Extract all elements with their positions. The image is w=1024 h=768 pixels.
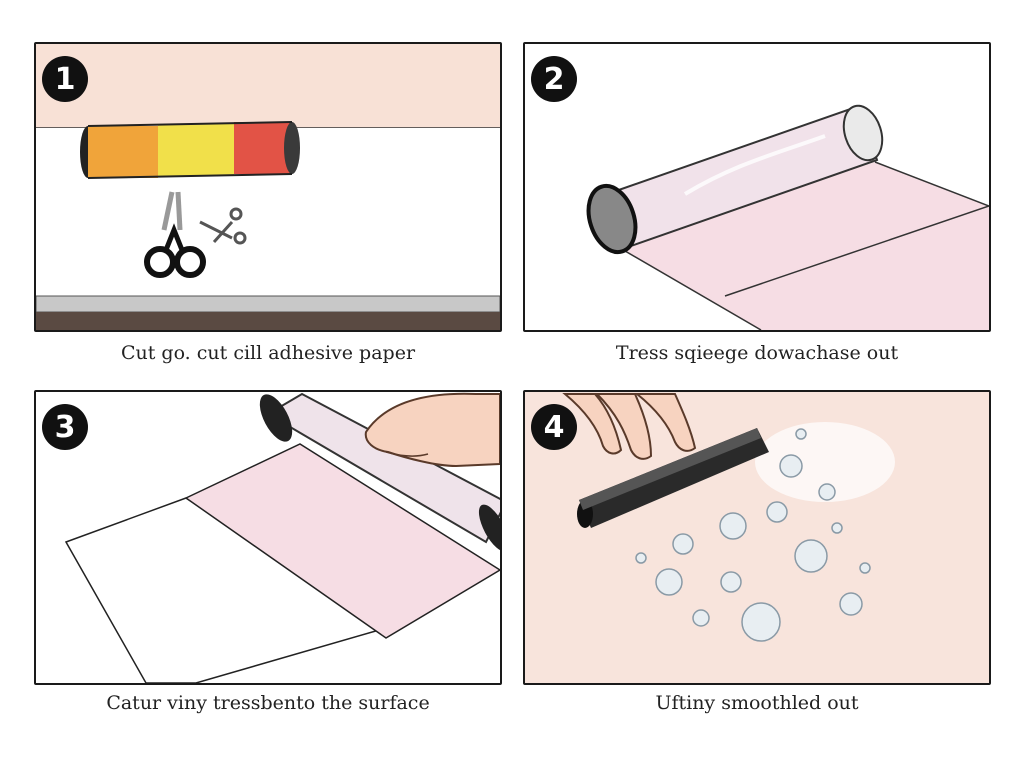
step-4-caption: Uftiny smoothled out — [655, 692, 859, 714]
step-2-badge: 2 — [531, 56, 577, 102]
step-3-caption: Catur viny tressbento the surface — [106, 692, 430, 714]
step-1-caption: Cut go. cut cill adhesive paper — [120, 342, 416, 364]
vinyl-roll-icon — [586, 104, 884, 255]
step-4-panel: 4 — [523, 390, 991, 685]
step-4-illustration — [525, 392, 989, 683]
bubble-icon — [635, 428, 871, 642]
vinyl-roll-icon — [259, 392, 500, 552]
step-1-badge: 1 — [42, 56, 88, 102]
hand-icon — [562, 393, 697, 460]
step-4-badge: 4 — [531, 404, 577, 450]
step-3-panel: 3 — [34, 390, 502, 685]
step-1-illustration — [36, 44, 500, 330]
step-2-caption: Tress sqieege dowachase out — [615, 342, 899, 364]
hand-icon — [364, 392, 500, 468]
scissors-icon — [144, 191, 206, 278]
squeegee-icon — [577, 428, 769, 528]
step-3-badge: 3 — [42, 404, 88, 450]
adhesive-roll-icon — [80, 121, 300, 179]
step-2-panel: 2 — [523, 42, 991, 332]
step-3-illustration — [64, 392, 500, 683]
step-1-panel: 1 — [34, 42, 502, 332]
small-scissors-icon — [199, 207, 247, 245]
step-2-illustration — [586, 104, 989, 330]
